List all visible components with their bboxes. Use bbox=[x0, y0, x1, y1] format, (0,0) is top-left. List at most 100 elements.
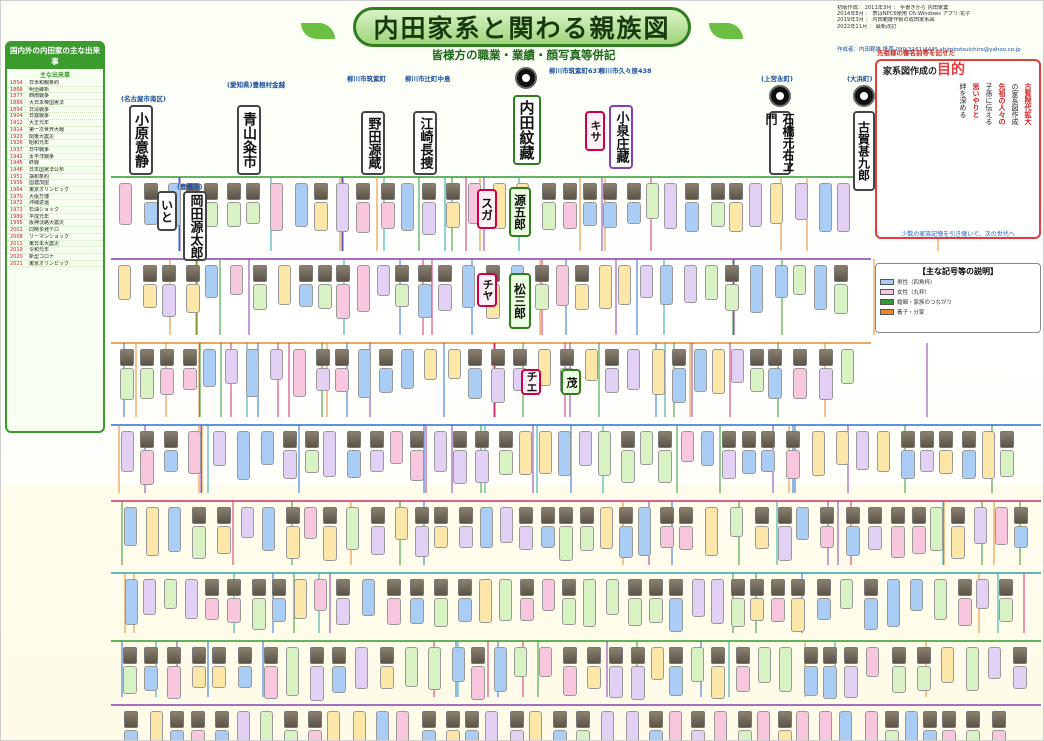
portrait-photo bbox=[238, 647, 253, 664]
person-card bbox=[940, 647, 954, 683]
portrait-photo bbox=[252, 265, 267, 282]
person-card bbox=[930, 507, 944, 551]
purpose-line: 子孫に伝える bbox=[985, 83, 993, 125]
person-card bbox=[499, 507, 513, 543]
portrait-photo bbox=[958, 579, 973, 596]
person-card bbox=[942, 730, 957, 740]
portrait-photo bbox=[816, 579, 831, 596]
person-card bbox=[464, 730, 479, 740]
purpose-title: 家系図作成の目的 bbox=[883, 59, 965, 79]
person-card bbox=[434, 431, 448, 472]
person-card bbox=[224, 349, 238, 384]
person-card bbox=[458, 598, 473, 622]
portrait-photo bbox=[409, 431, 424, 448]
person-card bbox=[645, 183, 659, 219]
legend-title: 【主な記号等の説明】 bbox=[918, 267, 998, 276]
person-card bbox=[652, 349, 666, 395]
purpose-body: 古賀院代拡大 の家系図作成 先祖の人々の 子孫に伝える 思いやりと 絆を深める bbox=[883, 83, 1033, 231]
portrait-photo bbox=[657, 431, 672, 448]
person-card bbox=[866, 647, 880, 677]
person-card bbox=[691, 647, 705, 682]
person-card bbox=[538, 647, 552, 677]
clan-origin: (大浜町) bbox=[847, 75, 873, 83]
portrait-photo bbox=[669, 647, 684, 664]
person-card bbox=[437, 284, 452, 311]
person-card bbox=[163, 450, 178, 472]
portrait-photo bbox=[867, 507, 882, 524]
portrait-photo bbox=[446, 711, 461, 728]
person-card bbox=[405, 647, 419, 687]
portrait-photo bbox=[738, 711, 753, 728]
clan-origin: 柳川市筑紫町 bbox=[347, 75, 386, 83]
clan-origin: 柳川市久々原438 bbox=[599, 67, 652, 75]
clan-header: 岡田源太郎 bbox=[183, 191, 207, 261]
person-card bbox=[845, 526, 860, 556]
portrait-photo bbox=[347, 431, 362, 448]
event-year: 1951 bbox=[10, 173, 23, 180]
portrait-photo bbox=[252, 579, 267, 596]
person-card bbox=[304, 507, 317, 539]
portrait-photo bbox=[724, 265, 739, 282]
legend-label: 男性（四角枠） bbox=[897, 280, 936, 286]
portrait-photo bbox=[459, 507, 474, 524]
person-card bbox=[499, 579, 513, 621]
person-card bbox=[887, 579, 901, 627]
person-card bbox=[390, 431, 404, 464]
person-card bbox=[162, 284, 176, 317]
event-text: 日米和親条約 bbox=[29, 80, 60, 86]
person-card bbox=[409, 450, 424, 481]
portrait-photo bbox=[620, 431, 635, 448]
person-card bbox=[919, 450, 934, 472]
event-text: 西南戦争 bbox=[29, 93, 50, 100]
event-text: 日中戦争 bbox=[29, 146, 50, 153]
person-card bbox=[361, 579, 375, 616]
portrait-photo bbox=[845, 507, 860, 524]
person-card bbox=[962, 450, 977, 479]
portrait-photo bbox=[917, 647, 932, 664]
person-card bbox=[212, 431, 226, 466]
person-card bbox=[904, 711, 918, 740]
portrait-photo bbox=[169, 711, 184, 728]
person-card bbox=[318, 284, 333, 309]
person-main: 松三郎 bbox=[509, 273, 531, 329]
person-card bbox=[818, 368, 833, 400]
portrait-photo bbox=[315, 349, 330, 366]
person-card bbox=[626, 202, 641, 224]
page-title: 内田家系と関わる親族図 bbox=[373, 14, 671, 43]
portrait-photo bbox=[749, 349, 764, 366]
person-card bbox=[205, 598, 220, 620]
person-card bbox=[298, 284, 313, 307]
legend-item: 養子・分家 bbox=[876, 307, 1040, 317]
portrait-photo bbox=[380, 183, 395, 200]
event-year: 1868 bbox=[10, 86, 23, 93]
event-year: 1945 bbox=[10, 160, 23, 167]
person-card bbox=[335, 598, 350, 625]
revision-line: 2014年8月 ： 表はNPC6使用 OS:Windows アプリ:花子 bbox=[837, 11, 971, 18]
person-card bbox=[988, 647, 1002, 679]
portrait-photo bbox=[453, 431, 468, 448]
person-card bbox=[216, 526, 231, 554]
revision-line: 初版作成： 2011年3月 ： 手書きから 内田家業 bbox=[837, 5, 949, 11]
person-card bbox=[786, 450, 801, 479]
event-text: 日本国憲法公布 bbox=[29, 166, 65, 173]
person-card bbox=[259, 711, 273, 740]
portrait-photo bbox=[942, 711, 957, 728]
person-card bbox=[269, 183, 283, 231]
person-main: キサ bbox=[585, 111, 605, 151]
event-year: 2001 bbox=[10, 227, 23, 234]
portrait-photo bbox=[911, 507, 926, 524]
clan-header: 小泉庄藏 bbox=[609, 105, 633, 169]
person-card bbox=[775, 265, 789, 298]
portrait-photo bbox=[458, 579, 473, 596]
event-year: 1989 bbox=[10, 213, 23, 220]
portrait-photo bbox=[214, 711, 229, 728]
person-card bbox=[461, 265, 475, 308]
portrait-photo bbox=[395, 265, 410, 282]
person-card bbox=[771, 598, 786, 622]
purpose-line: 絆を深める bbox=[959, 83, 967, 118]
person-card bbox=[261, 507, 275, 551]
person-card bbox=[892, 666, 907, 693]
